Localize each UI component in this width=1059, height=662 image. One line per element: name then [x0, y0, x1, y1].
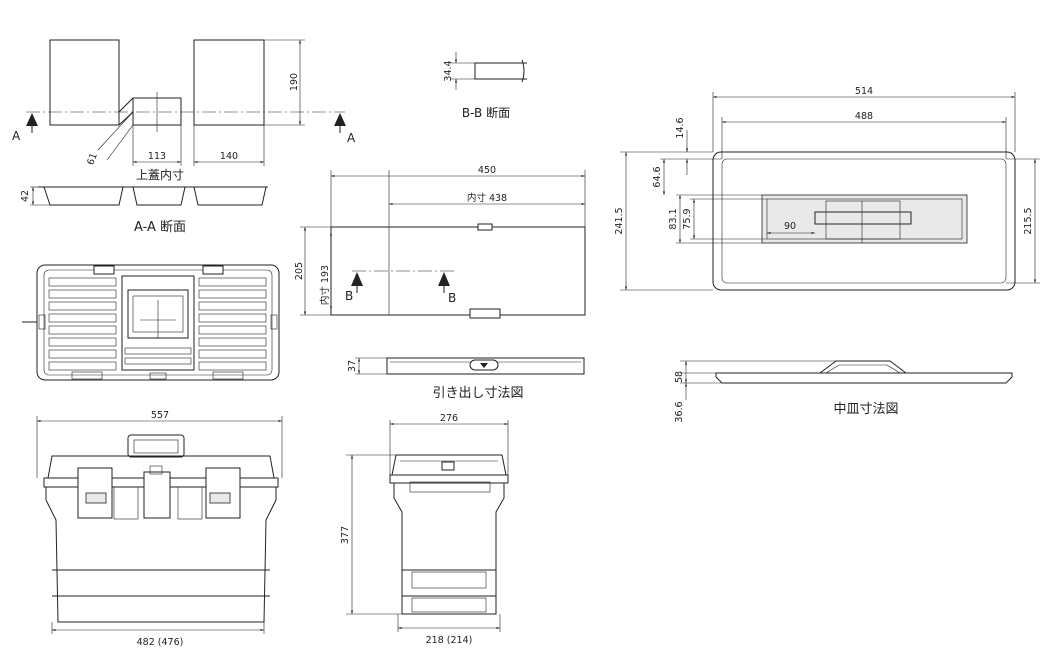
bb-section-caption: B-B 断面	[462, 105, 510, 120]
section-mark-a-left: A	[12, 129, 21, 143]
drawer-inner-height-dim: 内寸 193	[319, 265, 331, 305]
tray-height-left-dim: 241.5	[614, 207, 625, 234]
tray-side-height-dim: 58	[674, 371, 685, 383]
tray-upper-section-dim: 64.6	[652, 166, 663, 187]
tray-compartment-inner-dim: 75.9	[682, 208, 693, 229]
lid-inner-caption: 上蓋内寸	[136, 168, 184, 182]
drawer-caption: 引き出し寸法図	[432, 386, 523, 401]
bb-section: 34.4 B-B 断面	[443, 52, 527, 120]
tray-height-right-dim: 215.5	[1023, 207, 1034, 234]
tray-handle-offset-dim: 90	[784, 221, 796, 232]
drawer-inner-width-dim: 内寸 438	[467, 192, 507, 204]
section-mark-b-right: B	[448, 291, 456, 305]
bb-height-dim: 34.4	[443, 60, 454, 81]
lid-section-aa: 42 A-A 断面	[20, 186, 268, 235]
drawer-side-view: 37 引き出し寸法図	[347, 357, 585, 401]
lid-section-caption: A-A 断面	[134, 220, 186, 235]
section-mark-a-right: A	[347, 131, 356, 145]
tray-outer-width-dim: 514	[855, 86, 873, 97]
lid-section-height-dim: 42	[20, 190, 31, 202]
lid-inner-width-dim: 113	[148, 151, 166, 162]
lid-offset-dim: 61	[85, 152, 99, 167]
drawer-top-view: 450 内寸 438 205 内寸 193 B B	[294, 165, 586, 319]
tray-side-depth-dim: 36.6	[674, 401, 685, 422]
toolbox-front-view: 557 482 (476)	[36, 410, 283, 648]
lid-left-compartment	[49, 39, 120, 126]
side-bottom-width-dim: 218 (214)	[426, 635, 473, 646]
lid-height-dim: 190	[289, 73, 300, 91]
front-bottom-width-dim: 482 (476)	[137, 637, 184, 648]
lid-top-view: 190 113 140 61 上蓋内寸 A A	[12, 39, 356, 182]
lid-right-compartment	[193, 39, 265, 126]
toolbox-side-view: 276 377 218 (214)	[340, 413, 509, 646]
lid-right-width-dim: 140	[220, 151, 238, 162]
section-arrow-right-icon	[334, 113, 346, 126]
drawer-outer-width-dim: 450	[478, 165, 496, 176]
side-top-width-dim: 276	[440, 413, 458, 424]
drawer-height-dim: 205	[294, 262, 305, 280]
toolbox-top-view	[22, 264, 280, 381]
side-height-dim: 377	[340, 526, 351, 544]
tray-side-view: 58 36.6 中皿寸法図	[674, 360, 1013, 423]
tray-compartment-dim: 83.1	[668, 208, 679, 229]
tray-top-gap-dim: 14.6	[675, 117, 686, 138]
section-arrow-left-icon	[26, 113, 38, 126]
section-arrow-b-right-icon	[438, 272, 450, 286]
tray-top-view: 514 488 241.5 14.6 64.6 83.1 75.9 90 215…	[614, 86, 1040, 291]
tray-inner-width-dim: 488	[855, 111, 873, 122]
section-arrow-b-left-icon	[351, 272, 363, 286]
front-top-width-dim: 557	[151, 410, 169, 421]
drawer-side-height-dim: 37	[347, 360, 358, 372]
tray-caption: 中皿寸法図	[833, 402, 898, 417]
section-mark-b-left: B	[345, 289, 353, 303]
